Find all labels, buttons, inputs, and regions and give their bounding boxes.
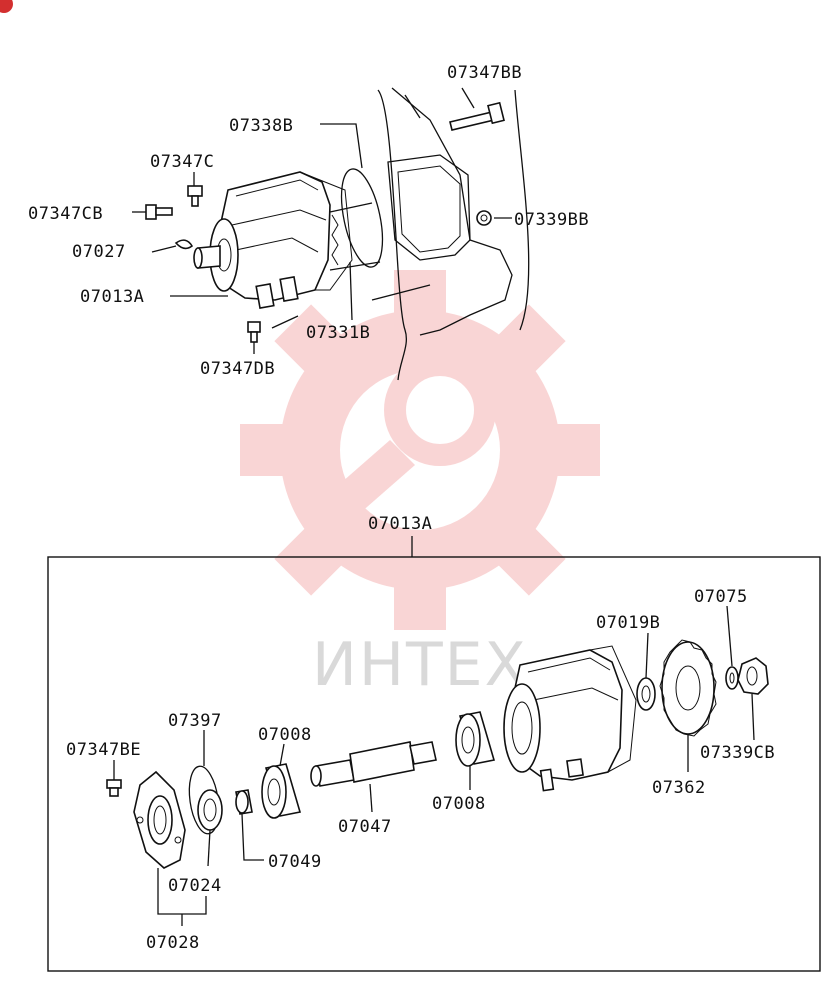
seal-ring-icon <box>636 677 656 711</box>
label-07024: 07024 <box>168 876 222 896</box>
corner-badge-icon <box>0 0 13 13</box>
label-07347C: 07347C <box>150 152 214 172</box>
label-07028: 07028 <box>146 933 200 953</box>
detail-box-title: 07013A <box>368 514 432 534</box>
label-07019B: 07019B <box>596 613 660 633</box>
label-07397: 07397 <box>168 711 222 731</box>
label-07347DB: 07347DB <box>200 359 275 379</box>
label-07027: 07027 <box>72 242 126 262</box>
nut-icon <box>737 657 769 695</box>
bolt-icon <box>247 321 261 343</box>
cover-plate-icon <box>133 770 186 869</box>
label-07075: 07075 <box>694 587 748 607</box>
label-07008-rear: 07008 <box>432 794 486 814</box>
gasket-ring-icon <box>340 168 384 268</box>
label-07049: 07049 <box>268 852 322 872</box>
bolt-icon <box>449 101 505 131</box>
watermark-gear-logo-icon <box>240 270 600 630</box>
nut-icon <box>476 210 492 226</box>
label-07347CB: 07347CB <box>28 204 103 224</box>
bearing-icon <box>455 711 496 767</box>
detail-box: 07013A <box>47 514 821 972</box>
top-assembly: 07347BB 07338B 07347C 07347CB 07339BB 07… <box>28 63 589 381</box>
drive-shaft-icon <box>310 741 437 787</box>
gear-icon <box>659 639 717 737</box>
label-07047: 07047 <box>338 817 392 837</box>
label-07339CB: 07339CB <box>700 743 775 763</box>
vacuum-pump-icon <box>193 171 381 309</box>
label-07331B: 07331B <box>306 323 370 343</box>
bolt-icon <box>187 185 203 207</box>
label-07362: 07362 <box>652 778 706 798</box>
woodruff-key-icon <box>174 239 194 250</box>
label-07339BB: 07339BB <box>514 210 589 230</box>
label-07338B: 07338B <box>229 116 293 136</box>
label-07008-front: 07008 <box>258 725 312 745</box>
detail-frame <box>47 556 821 972</box>
label-07347BB: 07347BB <box>447 63 522 83</box>
bushing-icon <box>235 789 253 815</box>
bolt-icon <box>106 779 122 797</box>
oil-seal-icon <box>197 789 223 831</box>
label-07013A: 07013A <box>80 287 144 307</box>
washer-icon <box>725 666 739 690</box>
pump-housing-icon <box>503 645 637 792</box>
bolt-icon <box>145 204 173 220</box>
label-07347BE: 07347BE <box>66 740 141 760</box>
watermark-text: ИНТЕХ <box>312 630 528 700</box>
bearing-icon <box>261 763 302 819</box>
